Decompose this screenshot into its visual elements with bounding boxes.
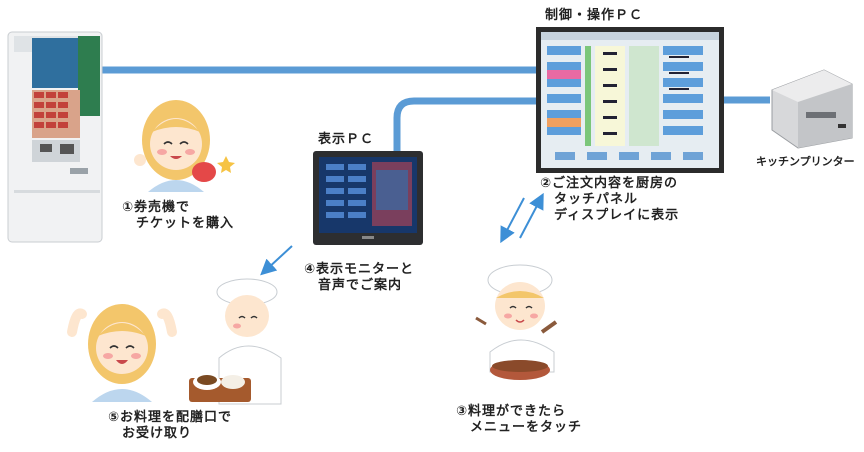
flow-arrow-to-pickup bbox=[260, 245, 293, 276]
step3-caption: ③料理ができたら メニューをタッチ bbox=[456, 404, 583, 435]
step5-caption: ⑤お料理を配膳口で お受け取り bbox=[108, 410, 233, 441]
ticket-vending-machine bbox=[7, 31, 103, 243]
display-pc-monitor bbox=[313, 151, 423, 245]
step1-caption: ①券売機で チケットを購入 bbox=[122, 200, 235, 231]
chef-cooking-illustration bbox=[475, 264, 558, 380]
display-pc-label: 表示ＰＣ bbox=[318, 132, 375, 147]
step2-caption: ②ご注文内容を厨房の タッチパネル ディスプレイに表示 bbox=[540, 176, 680, 223]
step4-caption: ④表示モニターと 音声でご案内 bbox=[304, 262, 415, 293]
chef-serving-food-illustration bbox=[189, 278, 282, 405]
kitchen-printer-label: キッチンプリンター bbox=[756, 155, 855, 168]
control-pc-touch-panel bbox=[536, 27, 724, 173]
flow-arrows-display-and-touch bbox=[500, 192, 544, 244]
customer-buying-ticket-illustration bbox=[134, 100, 235, 192]
control-pc-label: 制御・操作ＰＣ bbox=[545, 8, 644, 23]
customer-receiving-food-illustration bbox=[67, 304, 177, 402]
kitchen-printer-icon bbox=[771, 69, 853, 149]
wire-display-pc-to-control-pc bbox=[393, 97, 545, 160]
